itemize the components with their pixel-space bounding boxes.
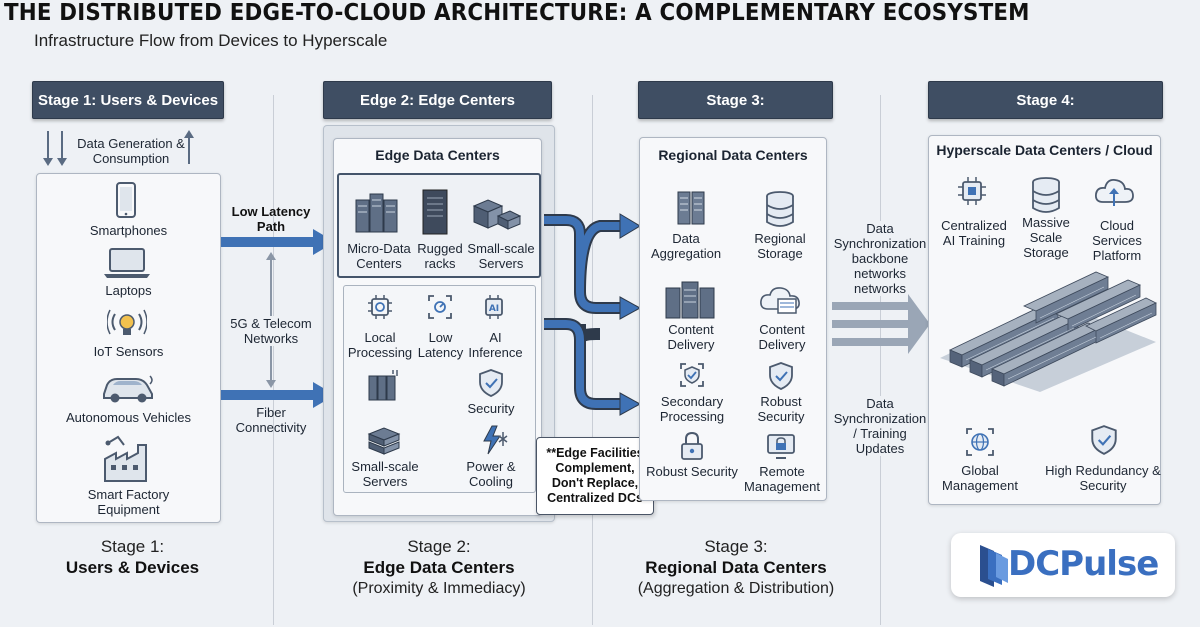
edge-to-regional-arrows [540, 200, 662, 435]
small-server-stack-icon [366, 426, 402, 456]
sync-backbone-label: Data Synchronization backbone networks n… [832, 221, 928, 296]
footer-stage3-line1: Stage 3: [704, 537, 768, 556]
micro-datacenter-icon [354, 190, 400, 234]
footer-stage1-line1: Stage 1: [100, 537, 165, 556]
regional-panel-title: Regional Data Centers [658, 147, 808, 163]
regional-panel [639, 137, 827, 501]
hyperscale-label: Cloud Services Platform [1092, 218, 1142, 263]
footer-stage2-line3: (Proximity & Immediacy) [352, 580, 526, 597]
processing-check-icon [678, 361, 706, 389]
data-generation-label: Data Generation & Consumption [77, 136, 185, 166]
remote-lock-icon [766, 431, 796, 461]
regional-label: Robust Security [757, 394, 805, 424]
device-label: Smartphones [89, 223, 168, 238]
cloud-upload-icon [1094, 176, 1134, 210]
stage4-header: Stage 4: [928, 81, 1163, 119]
footer-stage2-line1: Stage 2: [407, 537, 471, 556]
edge-capability-label: Low Latency [417, 330, 464, 360]
sync-training-label: Data Synchronization / Training Updates [832, 396, 928, 456]
power-cooling-icon [479, 424, 509, 456]
stage2-header: Edge 2: Edge Centers [323, 81, 552, 119]
edge-hardware-label: Rugged racks [417, 241, 463, 271]
iot-sensor-icon [107, 307, 147, 343]
low-latency-label: Low Latency Path [231, 204, 311, 234]
column-divider [273, 95, 274, 535]
column-divider [880, 535, 881, 625]
column-divider [592, 95, 593, 535]
device-label: IoT Sensors [93, 344, 164, 359]
hyperscale-panel-title: Hyperscale Data Centers / Cloud [936, 142, 1153, 158]
cloud-delivery-icon [758, 283, 804, 317]
backbone-arrows [828, 294, 932, 359]
telecom-label: 5G & Telecom Networks [224, 316, 318, 346]
storage-icon [1030, 176, 1062, 214]
regional-label: Content Delivery [667, 322, 715, 352]
column-divider [592, 535, 593, 625]
footer-stage1-line2: Users & Devices [65, 558, 200, 577]
security-shield-icon [478, 368, 504, 398]
low-latency-arrow [221, 228, 337, 261]
factory-icon [102, 435, 154, 483]
server-rack-icon [367, 370, 401, 402]
regional-label: Robust Security [646, 464, 738, 479]
stage3-header: Stage 3: [638, 81, 833, 119]
callout-box [536, 437, 654, 515]
processing-icon [366, 293, 394, 321]
hyperscale-label: Massive Scale Storage [1022, 215, 1070, 260]
lock-icon [680, 431, 704, 461]
rugged-rack-icon [421, 188, 449, 236]
hyperscale-label: Centralized AI Training [941, 218, 1007, 248]
laptop-icon [102, 247, 152, 279]
edge-capability-label: Local Processing [347, 330, 413, 360]
edge-capability-label: Security [467, 401, 515, 416]
column-divider [880, 95, 881, 535]
car-icon [98, 370, 158, 404]
regional-label: Data Aggregation [650, 231, 722, 261]
footer-stage2-line2: Edge Data Centers [363, 558, 515, 577]
flow-arrows-icon [40, 128, 74, 173]
security-shield-icon [768, 361, 794, 391]
edge-panel-title: Edge Data Centers [375, 147, 500, 163]
device-label: Autonomous Vehicles [65, 410, 192, 425]
page-title: THE DISTRIBUTED EDGE-TO-CLOUD ARCHITECTU… [4, 0, 1030, 26]
dcpulse-logo-icon [974, 541, 1010, 594]
edge-hardware-label: Micro-Data Centers [347, 241, 411, 271]
ai-chip-icon [956, 175, 988, 207]
hyperscale-label: Global Management [942, 463, 1018, 493]
content-server-icon [664, 280, 718, 320]
logo-text: DCPulse [1008, 544, 1159, 584]
page-subtitle: Infrastructure Flow from Devices to Hype… [34, 31, 388, 50]
column-divider [273, 535, 274, 625]
device-label: Laptops [105, 283, 152, 298]
datacenter-campus-illustration [936, 266, 1160, 399]
ai-chip-icon: AI [480, 293, 508, 321]
callout-text: **Edge Facilities Complement, Don't Repl… [546, 446, 644, 505]
smartphone-icon [115, 182, 137, 218]
up-arrow-icon [183, 128, 195, 171]
regional-label: Regional Storage [754, 231, 806, 261]
stage1-header: Stage 1: Users & Devices [32, 81, 224, 119]
aggregation-icon [672, 190, 712, 226]
regional-label: Remote Management [744, 464, 820, 494]
globe-management-icon [964, 426, 996, 458]
footer-stage3-line3: (Aggregation & Distribution) [637, 580, 835, 597]
edge-hardware-label: Small-scale Servers [467, 241, 535, 271]
device-label: Smart Factory Equipment [87, 487, 170, 517]
fiber-label: Fiber Connectivity [235, 405, 307, 435]
regional-label: Content Delivery [758, 322, 806, 352]
footer-stage3-line2: Regional Data Centers [645, 558, 827, 577]
svg-text:AI: AI [489, 304, 499, 314]
edge-capability-label: Power & Cooling [466, 459, 516, 489]
regional-label: Secondary Processing [659, 394, 725, 424]
small-server-icon [470, 192, 522, 232]
edge-capability-label: Small-scale Servers [351, 459, 419, 489]
edge-capability-label: AI Inference [468, 330, 523, 360]
storage-icon [764, 190, 796, 228]
hyperscale-label: High Redundancy & Security [1045, 463, 1161, 493]
latency-icon [426, 293, 454, 321]
security-shield-icon [1090, 424, 1118, 456]
